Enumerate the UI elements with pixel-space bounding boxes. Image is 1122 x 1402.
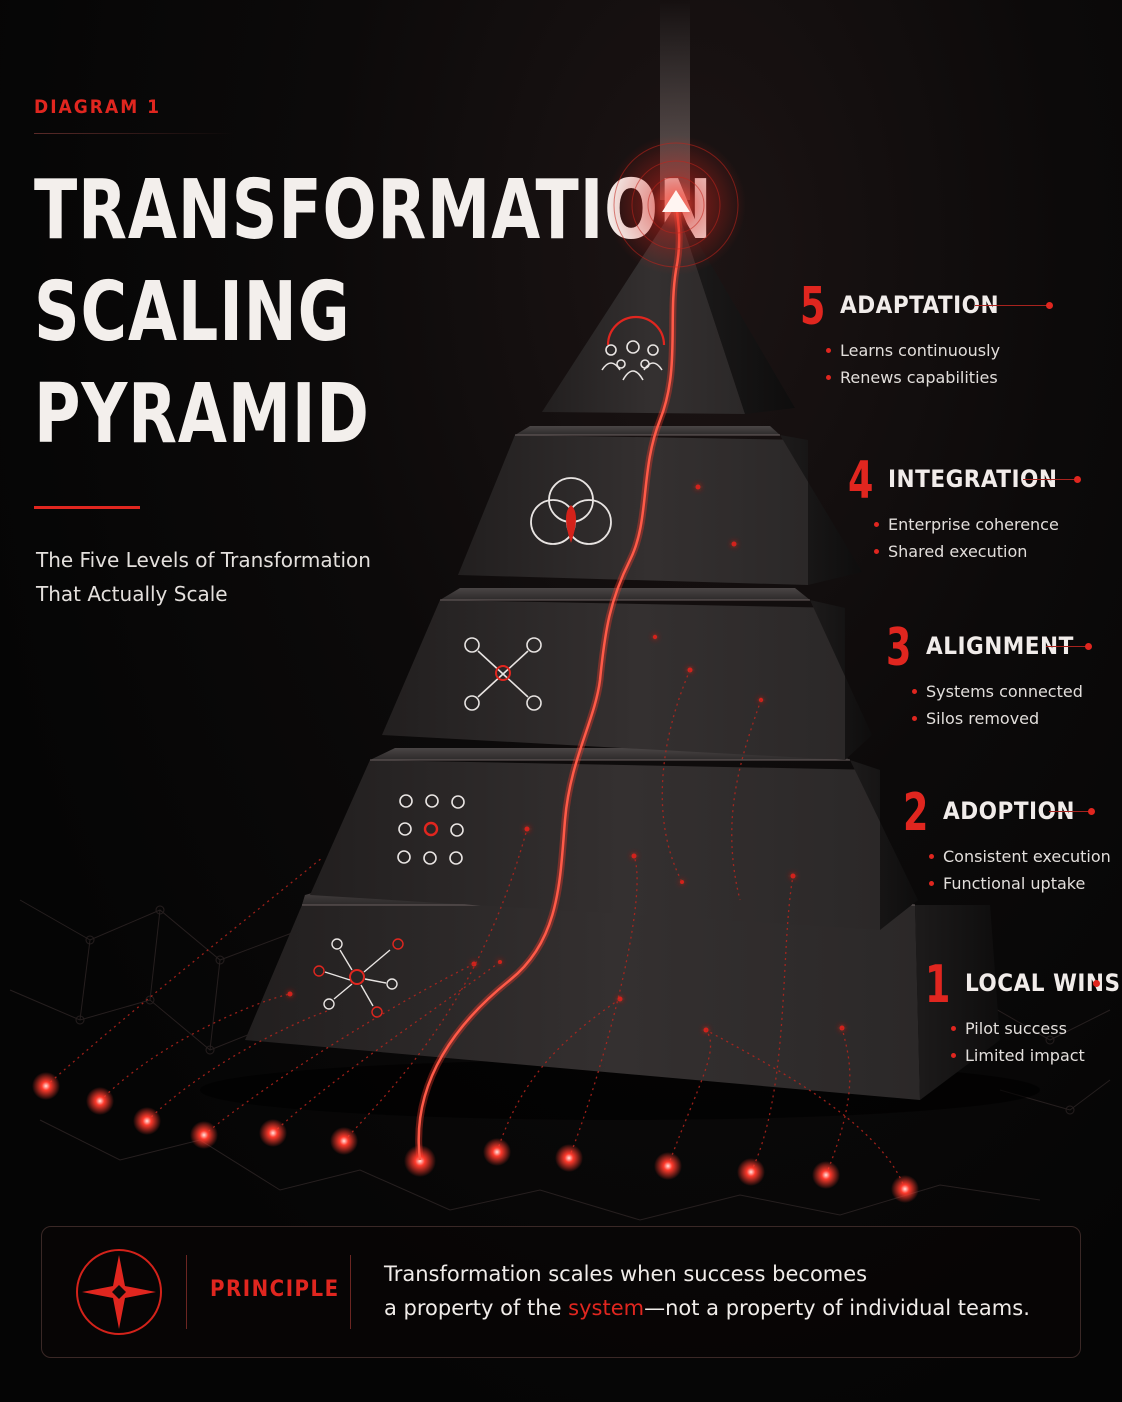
- subtitle-line-1: The Five Levels of Transformation: [36, 548, 371, 572]
- level-number: 4: [848, 451, 874, 511]
- venn-icon: [530, 477, 612, 545]
- eyebrow-divider: [34, 133, 234, 134]
- network-icon: [464, 637, 542, 711]
- principle-panel: PRINCIPLE Transformation scales when suc…: [41, 1226, 1081, 1358]
- level-leader-dot: [1085, 643, 1092, 650]
- subtitle: The Five Levels of Transformation That A…: [36, 543, 396, 611]
- grid-dots-icon: [397, 794, 465, 865]
- bullet-item: Silos removed: [912, 705, 1083, 732]
- level-number: 3: [886, 618, 912, 678]
- bullet-item: Systems connected: [912, 678, 1083, 705]
- level-title: ADAPTATION: [840, 291, 1000, 319]
- bullet-item: Shared execution: [874, 538, 1059, 565]
- principle-highlight: system: [568, 1296, 645, 1320]
- tier-3: [382, 588, 872, 760]
- principle-text: a property of the: [384, 1296, 569, 1320]
- tier-embers: [287, 484, 845, 1033]
- bullet-item: Functional uptake: [929, 870, 1111, 897]
- ascent-path-core: [417, 204, 681, 1161]
- principle-line-1: Transformation scales when success becom…: [384, 1262, 868, 1286]
- bullet-item: Renews capabilities: [826, 364, 1000, 391]
- level-bullets: Enterprise coherence Shared execution: [874, 511, 1059, 565]
- level-leader-dot: [1093, 980, 1100, 987]
- subtitle-line-2: That Actually Scale: [36, 582, 228, 606]
- team-icon: [601, 315, 666, 381]
- floor-network: [9, 899, 1111, 1221]
- level-leader-line: [1023, 479, 1075, 480]
- principle-statement: Transformation scales when success becom…: [384, 1257, 1030, 1325]
- apex-rings: [613, 142, 739, 268]
- principle-divider: [186, 1255, 187, 1329]
- principle-text: —not a property of individual teams.: [644, 1296, 1030, 1320]
- level-bullets: Consistent execution Functional uptake: [929, 843, 1111, 897]
- level-bullets: Pilot success Limited impact: [951, 1015, 1085, 1069]
- level-leader-dot: [1074, 476, 1081, 483]
- bullet-item: Learns continuously: [826, 337, 1000, 364]
- scattered-arrows-icon: [313, 938, 404, 1018]
- principle-line-2: a property of the system—not a property …: [384, 1291, 1030, 1325]
- compass-star-icon: [76, 1249, 162, 1335]
- level-leader-dot: [1088, 808, 1095, 815]
- bullet-item: Consistent execution: [929, 843, 1111, 870]
- bullet-item: Limited impact: [951, 1042, 1085, 1069]
- floor-nodes: [32, 1072, 919, 1203]
- diagram-label: DIAGRAM 1: [34, 96, 162, 118]
- tier-4: [458, 426, 862, 585]
- apex-arrow-icon: [662, 190, 690, 212]
- level-leader-line: [975, 305, 1047, 306]
- title-underline: [34, 506, 140, 509]
- level-number: 2: [903, 783, 929, 843]
- level-bullets: Systems connected Silos removed: [912, 678, 1083, 732]
- title-line-3: PYRAMID: [34, 367, 370, 462]
- level-leader-dot: [1046, 302, 1053, 309]
- level-number: 5: [800, 277, 826, 337]
- level-bullets: Learns continuously Renews capabilities: [826, 337, 1000, 391]
- level-leader-line: [1046, 646, 1086, 647]
- principle-divider: [350, 1255, 351, 1329]
- title-line-2: SCALING: [34, 265, 351, 360]
- growth-threads: [45, 669, 906, 1190]
- bullet-item: Pilot success: [951, 1015, 1085, 1042]
- bullet-item: Enterprise coherence: [874, 511, 1059, 538]
- principle-label: PRINCIPLE: [210, 1277, 340, 1302]
- level-leader-line: [1049, 811, 1089, 812]
- level-number: 1: [925, 955, 951, 1015]
